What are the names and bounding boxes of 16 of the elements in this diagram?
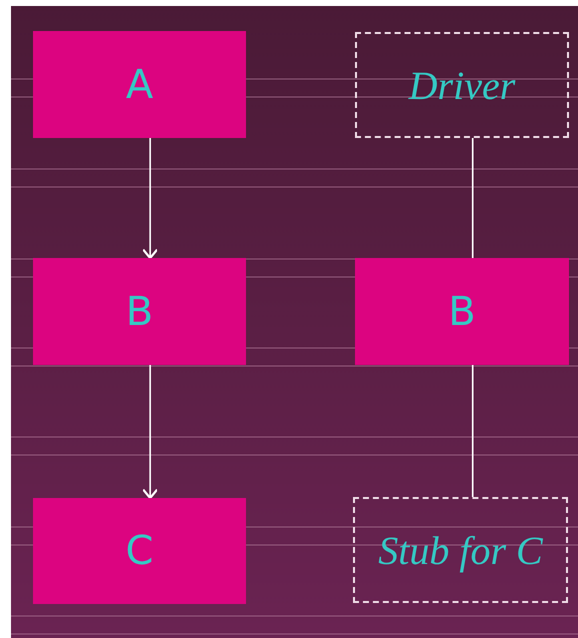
- node-label: A: [126, 62, 154, 108]
- arrow: [142, 365, 158, 500]
- node-label: Stub for C: [378, 526, 543, 574]
- dashed-box: [353, 497, 568, 603]
- node-label: B: [448, 288, 476, 334]
- process-box: [33, 498, 246, 604]
- node-label: B: [126, 288, 154, 334]
- process-box: [33, 258, 246, 365]
- process-box: [33, 31, 246, 138]
- dashed-box: [355, 32, 569, 138]
- connector-line: [472, 138, 474, 258]
- node-label: C: [126, 528, 154, 574]
- connector-line: [472, 365, 474, 497]
- arrow: [142, 138, 158, 260]
- node-label: Driver: [408, 62, 516, 108]
- process-box: [355, 258, 569, 365]
